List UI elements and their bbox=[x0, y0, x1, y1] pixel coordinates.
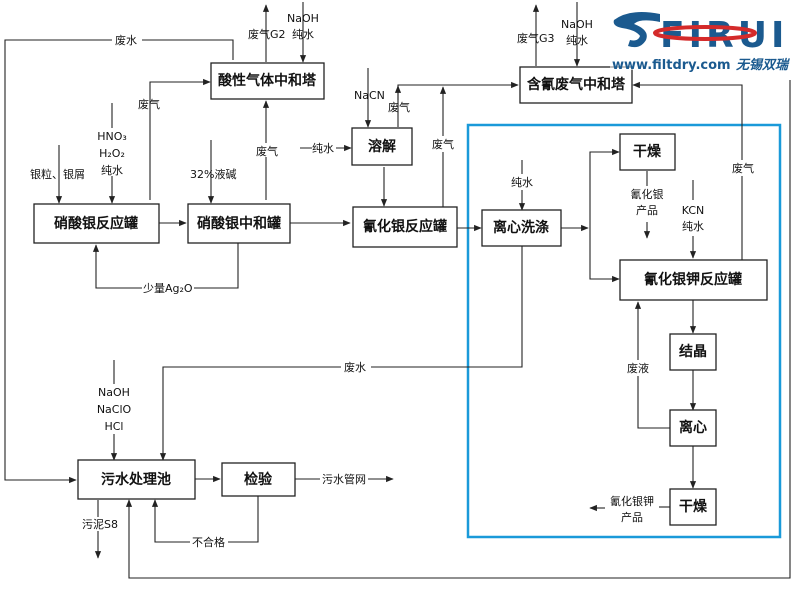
svg-text:污水处理池: 污水处理池 bbox=[101, 471, 171, 488]
label-waste-water-top: 废水 bbox=[115, 33, 137, 47]
logo-brand: FIRUI bbox=[660, 15, 788, 56]
logo-company: 无锡双瑞 bbox=[735, 57, 790, 73]
label-h2o2: H₂O₂ bbox=[99, 147, 125, 160]
box-cyanide-gas-tower: 含氰废气中和塔 bbox=[519, 66, 633, 104]
box-dissolve: 溶解 bbox=[351, 127, 413, 166]
box-wastewater-pool: 污水处理池 bbox=[77, 459, 196, 500]
watermark-logo: FIRUI www.filtdry.com 无锡双瑞 bbox=[610, 8, 796, 73]
flow-dissolve-gas bbox=[397, 81, 519, 127]
box-crystallize: 结晶 bbox=[669, 333, 717, 371]
label-naoh-3: NaOH bbox=[98, 386, 130, 399]
svg-text:干燥: 干燥 bbox=[679, 498, 708, 515]
label-pure-water-5: 纯水 bbox=[511, 176, 533, 189]
logo-url: www.filtdry.com bbox=[612, 58, 731, 73]
highlight-frame bbox=[466, 123, 782, 539]
label-pure-water-3: 纯水 bbox=[101, 164, 123, 177]
box-acid-gas-tower: 酸性气体中和塔 bbox=[210, 62, 325, 100]
box-silver-nitrate-reactor: 硝酸银反应罐 bbox=[33, 203, 160, 244]
label-kag-product-1: 氰化银钾 bbox=[610, 494, 654, 508]
flow-waste-gas-reactor bbox=[149, 78, 211, 200]
label-pure-water-1: 纯水 bbox=[292, 28, 314, 41]
label-naclo: NaClO bbox=[97, 403, 132, 416]
label-hno3: HNO₃ bbox=[97, 130, 127, 143]
svg-text:离心: 离心 bbox=[679, 419, 707, 436]
label-naoh-1: NaOH bbox=[287, 12, 319, 25]
label-agcn-product-1: 氰化银 bbox=[631, 187, 664, 201]
box-centrifuge-wash: 离心洗涤 bbox=[481, 209, 562, 247]
label-sludge: 污泥S8 bbox=[82, 518, 118, 531]
label-waste-liquid: 废液 bbox=[627, 361, 649, 375]
label-waste-gas-g2: 废气G2 bbox=[248, 27, 286, 41]
label-agcn-product-2: 产品 bbox=[636, 203, 658, 217]
label-caustic-32: 32%液碱 bbox=[190, 167, 236, 181]
svg-text:干燥: 干燥 bbox=[633, 143, 662, 160]
box-dry-1: 干燥 bbox=[619, 133, 676, 171]
flow-waste-liquid bbox=[634, 301, 670, 429]
flow-outer-return bbox=[125, 80, 791, 579]
logo-swoosh-icon bbox=[653, 25, 757, 41]
flow-to-dry-1 bbox=[589, 148, 620, 228]
box-inspection: 检验 bbox=[221, 462, 296, 497]
svg-text:氰化银反应罐: 氰化银反应罐 bbox=[363, 218, 447, 235]
box-silver-nitrate-neutralizer: 硝酸银中和罐 bbox=[187, 203, 291, 244]
box-kag-reactor: 氰化银钾反应罐 bbox=[619, 259, 768, 301]
svg-text:硝酸银反应罐: 硝酸银反应罐 bbox=[54, 215, 138, 232]
label-ag2o: 少量Ag₂O bbox=[143, 282, 193, 295]
label-kcn: KCN bbox=[682, 204, 705, 217]
label-waste-gas-agcn: 废气 bbox=[432, 137, 454, 151]
box-centrifuge: 离心 bbox=[669, 409, 717, 447]
label-waste-gas-g3: 废气G3 bbox=[517, 31, 555, 45]
flow-to-kag-reactor bbox=[589, 228, 620, 283]
flow-waste-water-top bbox=[4, 39, 234, 484]
svg-text:检验: 检验 bbox=[244, 471, 273, 488]
label-sewer: 污水管网 bbox=[322, 472, 366, 486]
label-kag-product-2: 产品 bbox=[621, 510, 643, 524]
logo-mark-icon bbox=[613, 12, 660, 48]
label-silver-input: 银粒、银屑 bbox=[30, 167, 85, 181]
label-unqualified: 不合格 bbox=[192, 535, 225, 549]
label-pure-water-6: 纯水 bbox=[682, 220, 704, 233]
box-silver-cyanide-reactor: 氰化银反应罐 bbox=[352, 206, 458, 248]
svg-text:硝酸银中和罐: 硝酸银中和罐 bbox=[197, 215, 281, 232]
label-waste-gas-right: 废气 bbox=[732, 161, 754, 175]
svg-text:离心洗涤: 离心洗涤 bbox=[493, 219, 549, 236]
svg-text:含氰废气中和塔: 含氰废气中和塔 bbox=[527, 76, 626, 93]
label-naoh-2: NaOH bbox=[561, 18, 593, 31]
label-pure-water-4: 纯水 bbox=[312, 142, 334, 155]
svg-text:结晶: 结晶 bbox=[679, 343, 707, 360]
label-waste-water-mid: 废水 bbox=[344, 360, 366, 374]
label-waste-gas-left: 废气 bbox=[138, 97, 160, 111]
svg-text:酸性气体中和塔: 酸性气体中和塔 bbox=[218, 72, 317, 89]
label-nacn: NaCN bbox=[354, 89, 385, 102]
svg-text:溶解: 溶解 bbox=[368, 138, 396, 155]
label-pure-water-2: 纯水 bbox=[566, 34, 588, 47]
flow-waste-gas-right bbox=[632, 81, 743, 260]
box-dry-2: 干燥 bbox=[669, 488, 717, 526]
svg-text:氰化银钾反应罐: 氰化银钾反应罐 bbox=[644, 271, 742, 288]
label-waste-gas-dissolve: 废气 bbox=[388, 100, 410, 114]
label-hcl: HCl bbox=[104, 420, 123, 433]
label-waste-gas-mid: 废气 bbox=[256, 144, 278, 158]
